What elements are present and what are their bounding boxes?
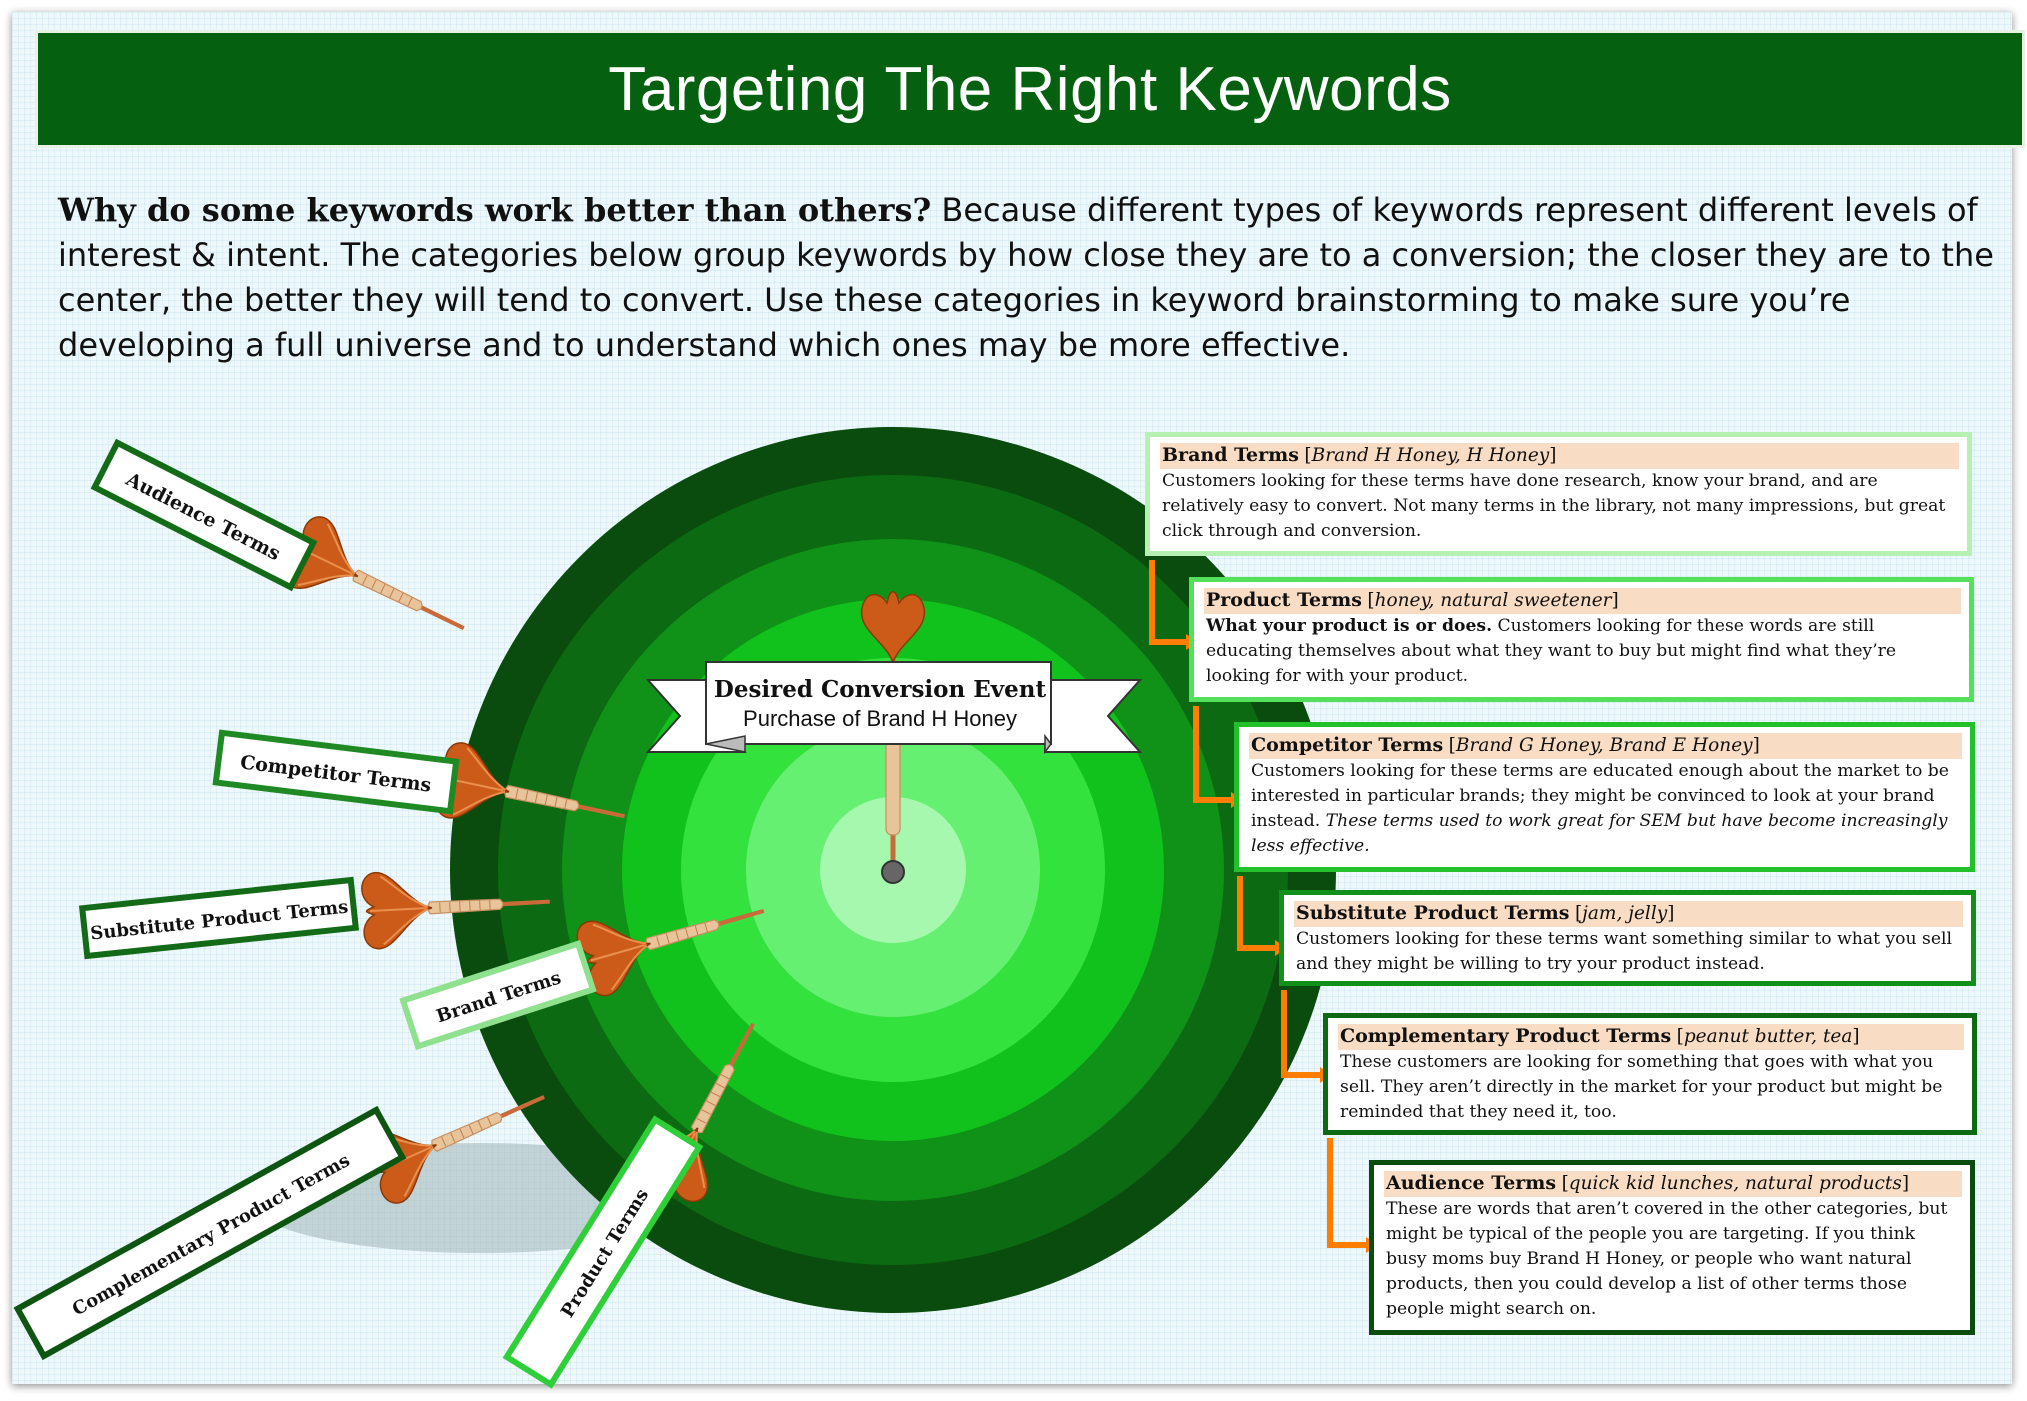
flag-competitor: Competitor Terms	[212, 729, 460, 815]
bullseye-pin	[881, 860, 905, 884]
card-complementary-body: These customers are looking for somethin…	[1340, 1052, 1943, 1122]
card-competitor-terms: Competitor Terms [Brand G Honey, Brand E…	[1234, 722, 1975, 872]
card-competitor-body: Customers looking for these terms are ed…	[1251, 761, 1949, 856]
card-competitor-header: Competitor Terms [Brand G Honey, Brand E…	[1249, 733, 1962, 759]
intro-text: Because different types of keywords repr…	[58, 191, 1994, 364]
flag-brand: Brand Terms	[399, 939, 597, 1051]
card-substitute-body: Customers looking for these terms want s…	[1296, 929, 1953, 974]
center-ribbon	[645, 661, 1143, 755]
card-product-header: Product Terms [honey, natural sweetener]	[1204, 588, 1961, 614]
conversion-subtitle: Purchase of Brand H Honey	[743, 706, 1017, 731]
flag-audience: Audience Terms	[90, 438, 318, 592]
card-substitute-header: Substitute Product Terms [jam, jelly]	[1294, 901, 1963, 927]
card-audience-terms: Audience Terms [quick kid lunches, natur…	[1369, 1160, 1975, 1335]
card-substitute-terms: Substitute Product Terms [jam, jelly] Cu…	[1279, 890, 1976, 986]
title-bar: Targeting The Right Keywords	[35, 30, 2025, 148]
connectors	[1149, 560, 1369, 1248]
card-brand-body: Customers looking for these terms have d…	[1162, 471, 1946, 541]
card-product-terms: Product Terms [honey, natural sweetener]…	[1189, 577, 1974, 702]
card-audience-header: Audience Terms [quick kid lunches, natur…	[1384, 1171, 1962, 1197]
card-brand-header: Brand Terms [Brand H Honey, H Honey]	[1160, 443, 1959, 469]
intro-paragraph: Why do some keywords work better than ot…	[58, 188, 1998, 368]
dart-audience	[277, 510, 483, 665]
card-product-body: What your product is or does. Customers …	[1206, 616, 1897, 686]
page-title: Targeting The Right Keywords	[608, 54, 1452, 124]
center-dart	[860, 591, 926, 868]
conversion-title: Desired Conversion Event	[713, 676, 1047, 703]
card-brand-terms: Brand Terms [Brand H Honey, H Honey] Cus…	[1145, 432, 1972, 556]
intro-question: Why do some keywords work better than ot…	[58, 191, 932, 229]
flag-substitute: Substitute Product Terms	[78, 876, 360, 960]
card-complementary-header: Complementary Product Terms [peanut butt…	[1338, 1024, 1964, 1050]
conversion-banner: Desired Conversion Event Purchase of Bra…	[705, 664, 1055, 744]
card-complementary-terms: Complementary Product Terms [peanut butt…	[1323, 1013, 1977, 1135]
card-audience-body: These are words that aren’t covered in t…	[1386, 1199, 1948, 1319]
